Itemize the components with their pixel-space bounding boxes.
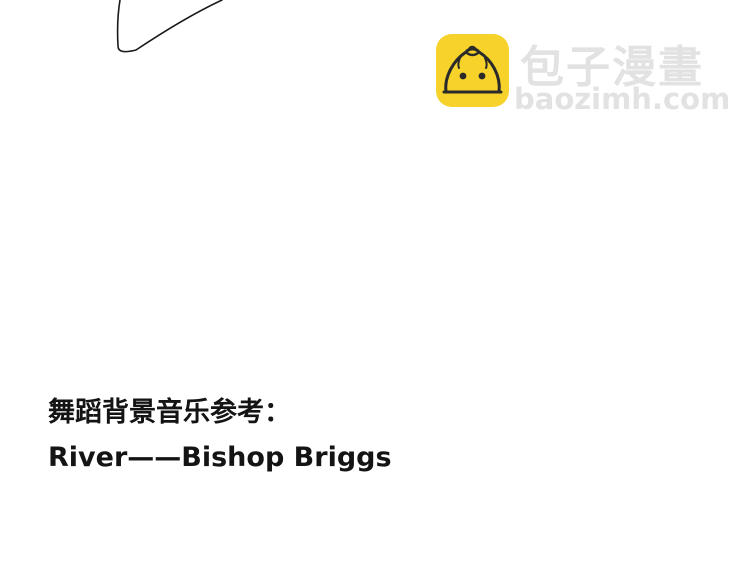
watermark-brand-url: baozimh.com [514,82,731,116]
caption-heading: 舞蹈背景音乐参考： [48,397,291,428]
caption-song: River——Bishop Briggs [48,442,392,473]
music-caption: 舞蹈背景音乐参考： River——Bishop Briggs [48,392,392,479]
watermark-brand-chinese: 包子漫畫 [520,42,704,93]
watermark: 包子漫畫 baozimh.com [436,34,736,118]
bun-mascot-icon [436,34,509,107]
